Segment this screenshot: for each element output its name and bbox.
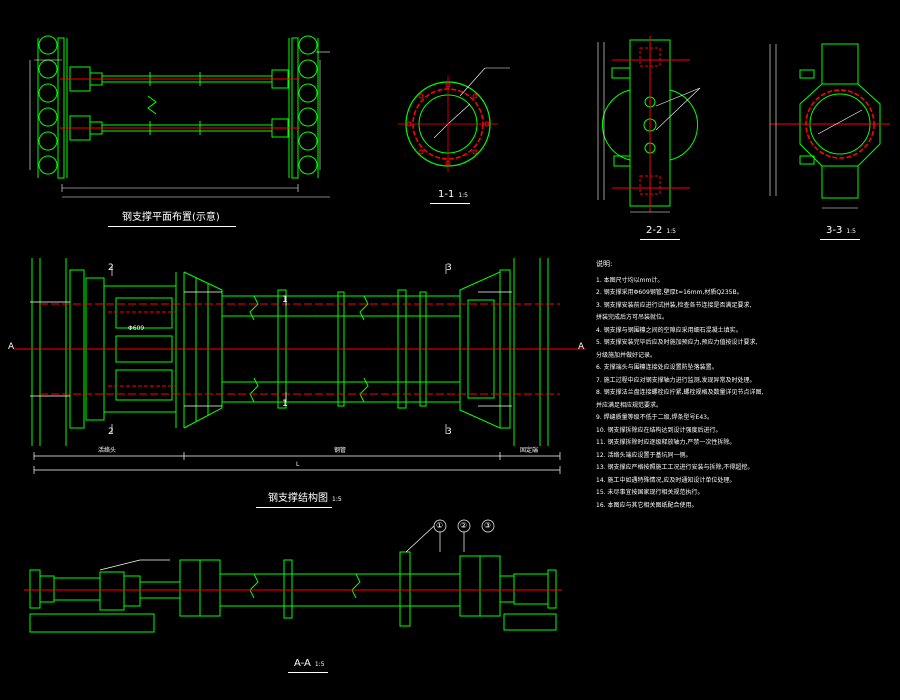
note-item: 分级施加并做好记录。 — [596, 351, 657, 359]
plan-title: 钢支撑平面布置(示意) — [122, 212, 220, 223]
note-item: 6. 支撑端头与围檩连接处应设置防坠落装置。 — [596, 364, 718, 371]
note-item: 13. 钢支撑应严格按照施工工况进行安装与拆除,不得超挖。 — [596, 464, 754, 471]
notes-list: 1. 本图尺寸均以mm计。 2. 钢支撑采用Φ609钢管,壁厚t=16mm,材质Q… — [596, 275, 796, 513]
plan-right-piles — [298, 35, 318, 175]
section-1-1 — [398, 67, 510, 172]
plan-view — [37, 35, 319, 179]
cut-marker-3-bottom: 3 — [446, 427, 452, 437]
dim-mid-segment: 钢管 — [334, 447, 347, 454]
elevation-title-underline — [256, 507, 332, 508]
cut-marker-2-top: 2 — [108, 263, 114, 273]
elevation-view — [14, 258, 586, 474]
callout-1: ① — [436, 521, 444, 530]
plan-title-underline — [108, 226, 236, 227]
note-item: 14. 施工中如遇特殊情况,应及时通知设计单位处理。 — [596, 476, 736, 484]
cut-marker-1-bottom: 1 — [282, 399, 288, 409]
section-2-2 — [597, 36, 701, 213]
section-marker-a-left: A — [8, 342, 15, 352]
callout-3: ③ — [484, 521, 492, 530]
note-item: 3. 钢支撑安装前应进行试拼装,检查各节连接是否满足要求, — [596, 301, 752, 309]
note-item: 拼装完成后方可吊装就位。 — [596, 314, 669, 321]
note-item: 8. 钢支撑法兰盘连接螺栓应拧紧,螺栓规格及数量详见节点详图, — [596, 389, 764, 396]
design-notes: 说明: 1. 本图尺寸均以mm计。 2. 钢支撑采用Φ609钢管,壁厚t=16mm… — [596, 258, 796, 512]
section-3-3 — [769, 43, 890, 209]
plan-left-piles — [38, 35, 58, 175]
dim-right-segment: 固定端 — [520, 447, 539, 454]
pipe-diameter-label: Φ609 — [128, 325, 145, 332]
note-item: 10. 钢支撑拆除应在结构达到设计强度后进行。 — [596, 426, 722, 434]
callout-2: ② — [460, 521, 468, 530]
note-item: 1. 本图尺寸均以mm计。 — [596, 276, 664, 284]
note-item: 2. 钢支撑采用Φ609钢管,壁厚t=16mm,材质Q235B。 — [596, 289, 743, 296]
dim-overall: L — [296, 461, 300, 468]
dim-left-segment: 活络头 — [98, 447, 117, 454]
cut-marker-2-bottom: 2 — [108, 427, 114, 437]
section-marker-a-right: A — [578, 342, 585, 352]
plan-dimensions — [29, 51, 330, 198]
note-item: 9. 焊缝质量等级不低于二级,焊条型号E43。 — [596, 414, 713, 421]
section-3-3-underline — [820, 239, 860, 240]
note-item: 16. 本图应与其它相关图纸配合使用。 — [596, 501, 698, 509]
note-item: 并应满足相应规范要求。 — [596, 401, 663, 409]
section-aa-underline — [288, 672, 328, 673]
section-2-2-underline — [640, 239, 680, 240]
cut-marker-3-top: 3 — [446, 263, 452, 273]
note-item: 5. 钢支撑安装完毕后应及时施加预应力,预应力值按设计要求, — [596, 339, 758, 346]
note-item: 7. 施工过程中应对钢支撑轴力进行监测,发现异常及时处理。 — [596, 376, 756, 384]
note-item: 12. 活络头端应设置于基坑同一侧。 — [596, 451, 692, 459]
note-item: 4. 钢支撑与钢围檩之间的空隙应采用细石混凝土填实。 — [596, 326, 742, 334]
note-item: 15. 未尽事宜按国家现行相关规范执行。 — [596, 489, 704, 496]
note-item: 11. 钢支撑拆除时应逐级释放轴力,严禁一次性拆除。 — [596, 439, 736, 446]
cut-marker-1-top: 1 — [282, 295, 288, 305]
plan-axis-lines — [60, 78, 300, 129]
notes-heading: 说明: — [596, 260, 613, 268]
section-aa-view — [24, 519, 562, 633]
section-1-1-underline — [430, 203, 470, 204]
